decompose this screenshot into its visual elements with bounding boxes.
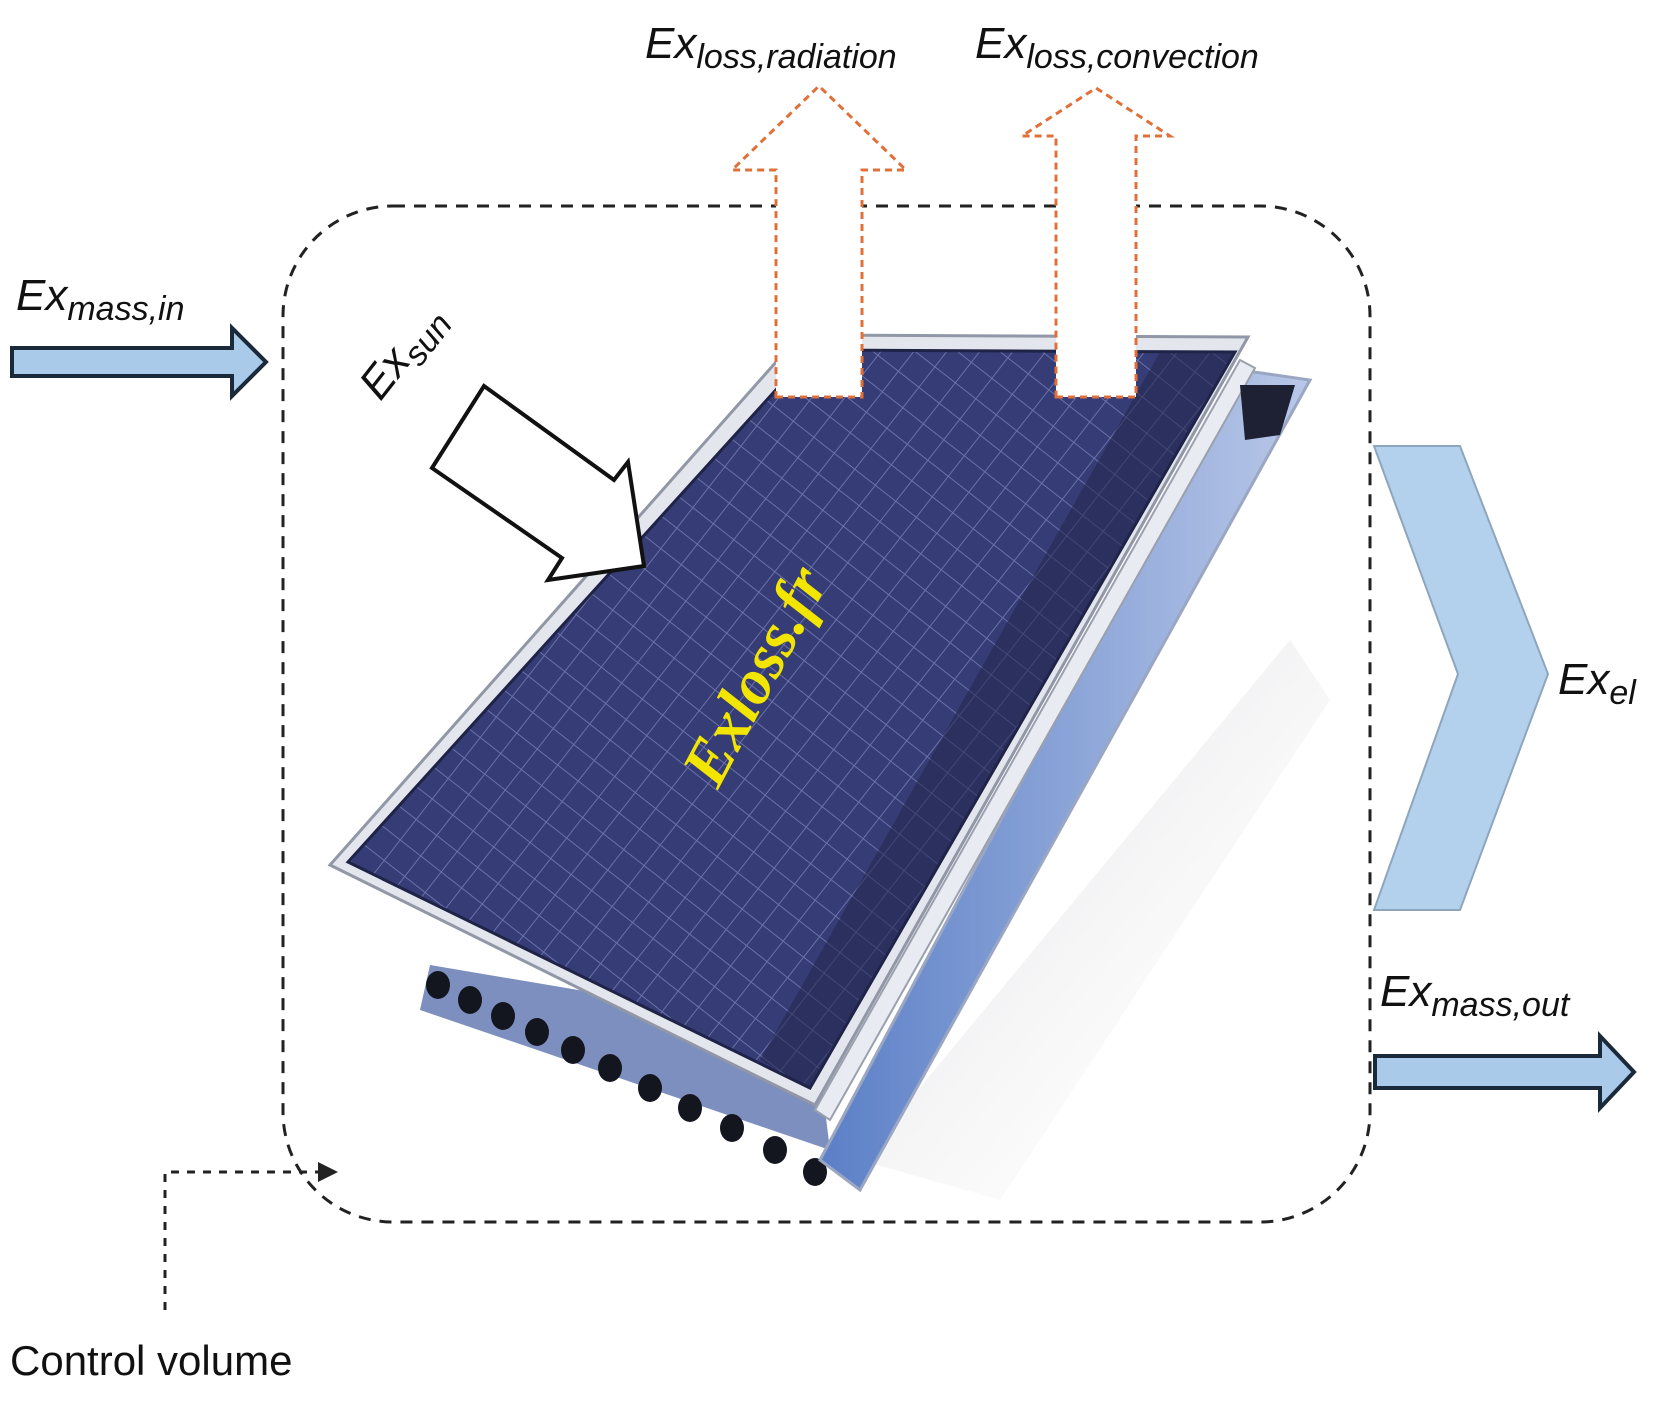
sun-input-arrow bbox=[429, 383, 647, 583]
control-volume-boundary bbox=[281, 204, 1372, 1224]
panel-side-rail bbox=[818, 368, 1313, 1193]
label-ex-mass-out: Exmass,out bbox=[1380, 967, 1570, 1024]
control-volume-pointer bbox=[163, 1170, 330, 1310]
label-ex-mass-in: Exmass,in bbox=[16, 271, 185, 328]
mass-out-arrow bbox=[1373, 1030, 1637, 1114]
label-ex-el: Exel bbox=[1558, 655, 1636, 712]
control-volume-pointer-head bbox=[318, 1162, 338, 1182]
panel-side-frame bbox=[813, 358, 1257, 1122]
label-control-volume: Control volume bbox=[10, 1337, 293, 1384]
radiation-loss-arrow bbox=[728, 83, 910, 399]
convection-loss-arrow bbox=[1016, 86, 1176, 399]
electrical-exergy-chevron bbox=[1372, 445, 1550, 911]
label-ex-loss-radiation: Exloss,radiation bbox=[645, 19, 897, 76]
tube-array bbox=[420, 965, 830, 1186]
panel-end-cap bbox=[1240, 385, 1295, 440]
panel-edge-band bbox=[760, 352, 1235, 1088]
mass-in-arrow bbox=[10, 323, 269, 401]
label-ex-loss-convection: Exloss,convection bbox=[975, 19, 1259, 76]
panel-shadow bbox=[860, 640, 1330, 1200]
